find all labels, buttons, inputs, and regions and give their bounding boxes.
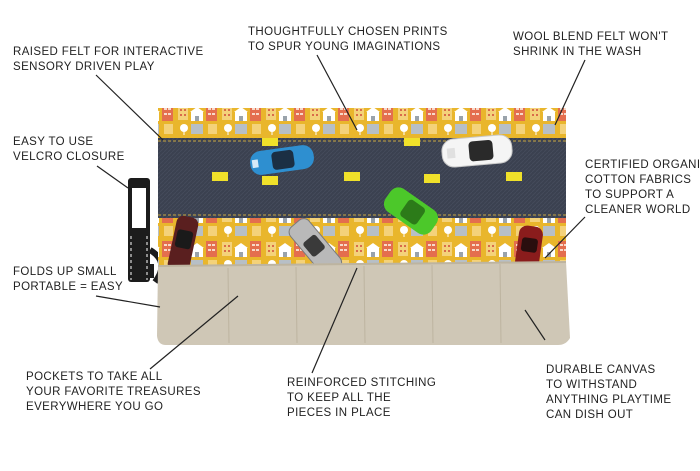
label-line: to support a xyxy=(585,189,675,201)
red-car-left xyxy=(167,215,199,273)
label-line: Folds up small xyxy=(13,266,117,278)
label-line: Reinforced stitching xyxy=(287,377,437,389)
label-line: sensory driven play xyxy=(13,61,155,73)
label-line: Pockets to take all xyxy=(26,371,163,383)
label-canvas: Durable canvas to withstand anything pla… xyxy=(546,363,671,423)
blue-car xyxy=(250,145,314,175)
label-line: Raised felt for interactive xyxy=(13,46,204,58)
label-line: your favorite treasures xyxy=(26,386,201,398)
white-car xyxy=(441,134,513,168)
label-line: Thoughtfully chosen prints xyxy=(248,26,448,38)
label-folds: Folds up small portable = easy xyxy=(13,265,123,295)
label-line: can dish out xyxy=(546,409,634,421)
label-line: pieces in place xyxy=(287,407,391,419)
label-line: Easy to use xyxy=(13,136,94,148)
label-stitching: Reinforced stitching to keep all the pie… xyxy=(287,376,436,421)
label-line: shrink in the wash xyxy=(513,46,642,58)
green-car xyxy=(383,187,439,235)
velcro-strap xyxy=(128,178,165,284)
red-car-right xyxy=(515,225,543,271)
leader-lines xyxy=(95,54,586,374)
label-line: everywhere you go xyxy=(26,401,164,413)
label-velcro: Easy to use velcro closure xyxy=(13,135,125,165)
label-line: anything playtime xyxy=(546,394,672,406)
label-pockets: Pockets to take all your favorite treasu… xyxy=(26,370,201,415)
label-prints: Thoughtfully chosen prints to spur young… xyxy=(248,25,448,55)
label-line: to keep all the xyxy=(287,392,392,404)
label-line: cleaner world xyxy=(585,204,691,216)
label-line: Wool blend felt won't xyxy=(513,31,669,43)
label-line: Certified organic xyxy=(585,159,700,171)
canvas-pocket-panel xyxy=(157,261,570,345)
label-organic: Certified organic cotton fabrics to supp… xyxy=(585,158,700,218)
label-line: to spur young imaginations xyxy=(248,41,441,53)
label-line: cotton fabrics xyxy=(585,174,692,186)
label-line: Durable canvas xyxy=(546,364,656,376)
label-raised-felt: Raised felt for interactive sensory driv… xyxy=(13,45,204,75)
label-wool-felt: Wool blend felt won't shrink in the wash xyxy=(513,30,668,60)
label-line: to withstand xyxy=(546,379,638,391)
label-line: velcro closure xyxy=(13,151,125,163)
label-line: portable = easy xyxy=(13,281,124,293)
